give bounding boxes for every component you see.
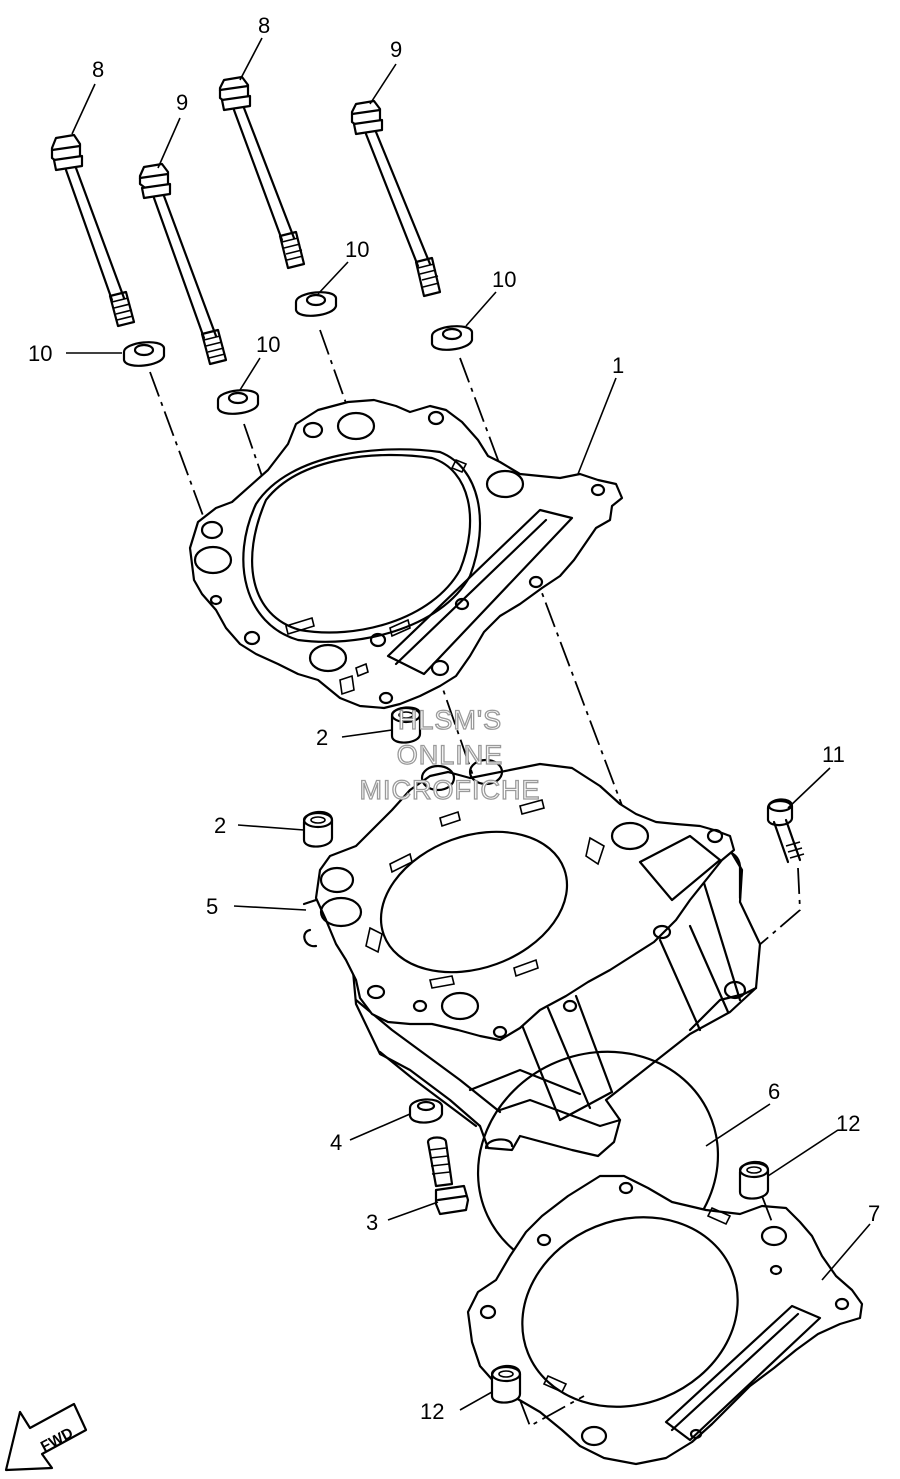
callout-3: 3 [366,1210,378,1235]
callout-10-left: 10 [28,341,52,366]
dowel-pin-2-upper[interactable] [390,706,422,744]
callout-8-right: 8 [258,13,270,38]
fwd-arrow-icon: FWD [4,1402,88,1472]
washer-10-b[interactable] [216,389,260,415]
alignment-line-12-upper [761,1195,773,1223]
callout-6: 6 [768,1079,780,1104]
head-gasket[interactable] [188,398,624,710]
bolt-3[interactable] [426,1136,470,1216]
washer-4[interactable] [408,1098,444,1124]
bolt-11[interactable] [766,798,805,864]
callout-10-right: 10 [492,267,516,292]
dowel-pin-12-upper[interactable] [738,1160,770,1200]
alignment-line-12-lower [519,1395,585,1428]
bolt-8-right[interactable] [218,75,306,270]
callout-1: 1 [612,353,624,378]
callout-4: 4 [330,1130,342,1155]
callout-2-lower: 2 [214,813,226,838]
callout-12-upper: 12 [836,1111,860,1136]
cylinder-block[interactable] [302,758,762,1158]
callout-9-left: 9 [176,90,188,115]
callout-7: 7 [868,1201,880,1226]
washer-10-c[interactable] [294,291,338,317]
watermark-line-1: HLSM'S [398,705,502,735]
leader-lines [66,37,871,1411]
callout-5: 5 [206,894,218,919]
bolt-9-right[interactable] [350,99,442,298]
callout-8-left: 8 [92,57,104,82]
callout-10-upper: 10 [345,237,369,262]
watermark-line-2: ONLINE [397,740,504,770]
washer-10-a[interactable] [122,341,166,367]
watermark-line-3: MICROFICHE [360,775,541,805]
dowel-pin-12-lower[interactable] [490,1364,522,1404]
callout-10-middle: 10 [256,332,280,357]
callout-12-lower: 12 [420,1399,444,1424]
watermark: HLSM'S ONLINE MICROFICHE [359,704,541,805]
dowel-pin-2-lower[interactable] [302,810,334,848]
washer-10-d[interactable] [430,325,474,351]
base-gasket[interactable] [466,1174,864,1466]
callout-9-right: 9 [390,37,402,62]
callout-11: 11 [822,742,845,767]
callout-2-upper: 2 [316,725,328,750]
bolt-8-left[interactable] [50,133,136,328]
bolt-9-left[interactable] [138,162,228,366]
